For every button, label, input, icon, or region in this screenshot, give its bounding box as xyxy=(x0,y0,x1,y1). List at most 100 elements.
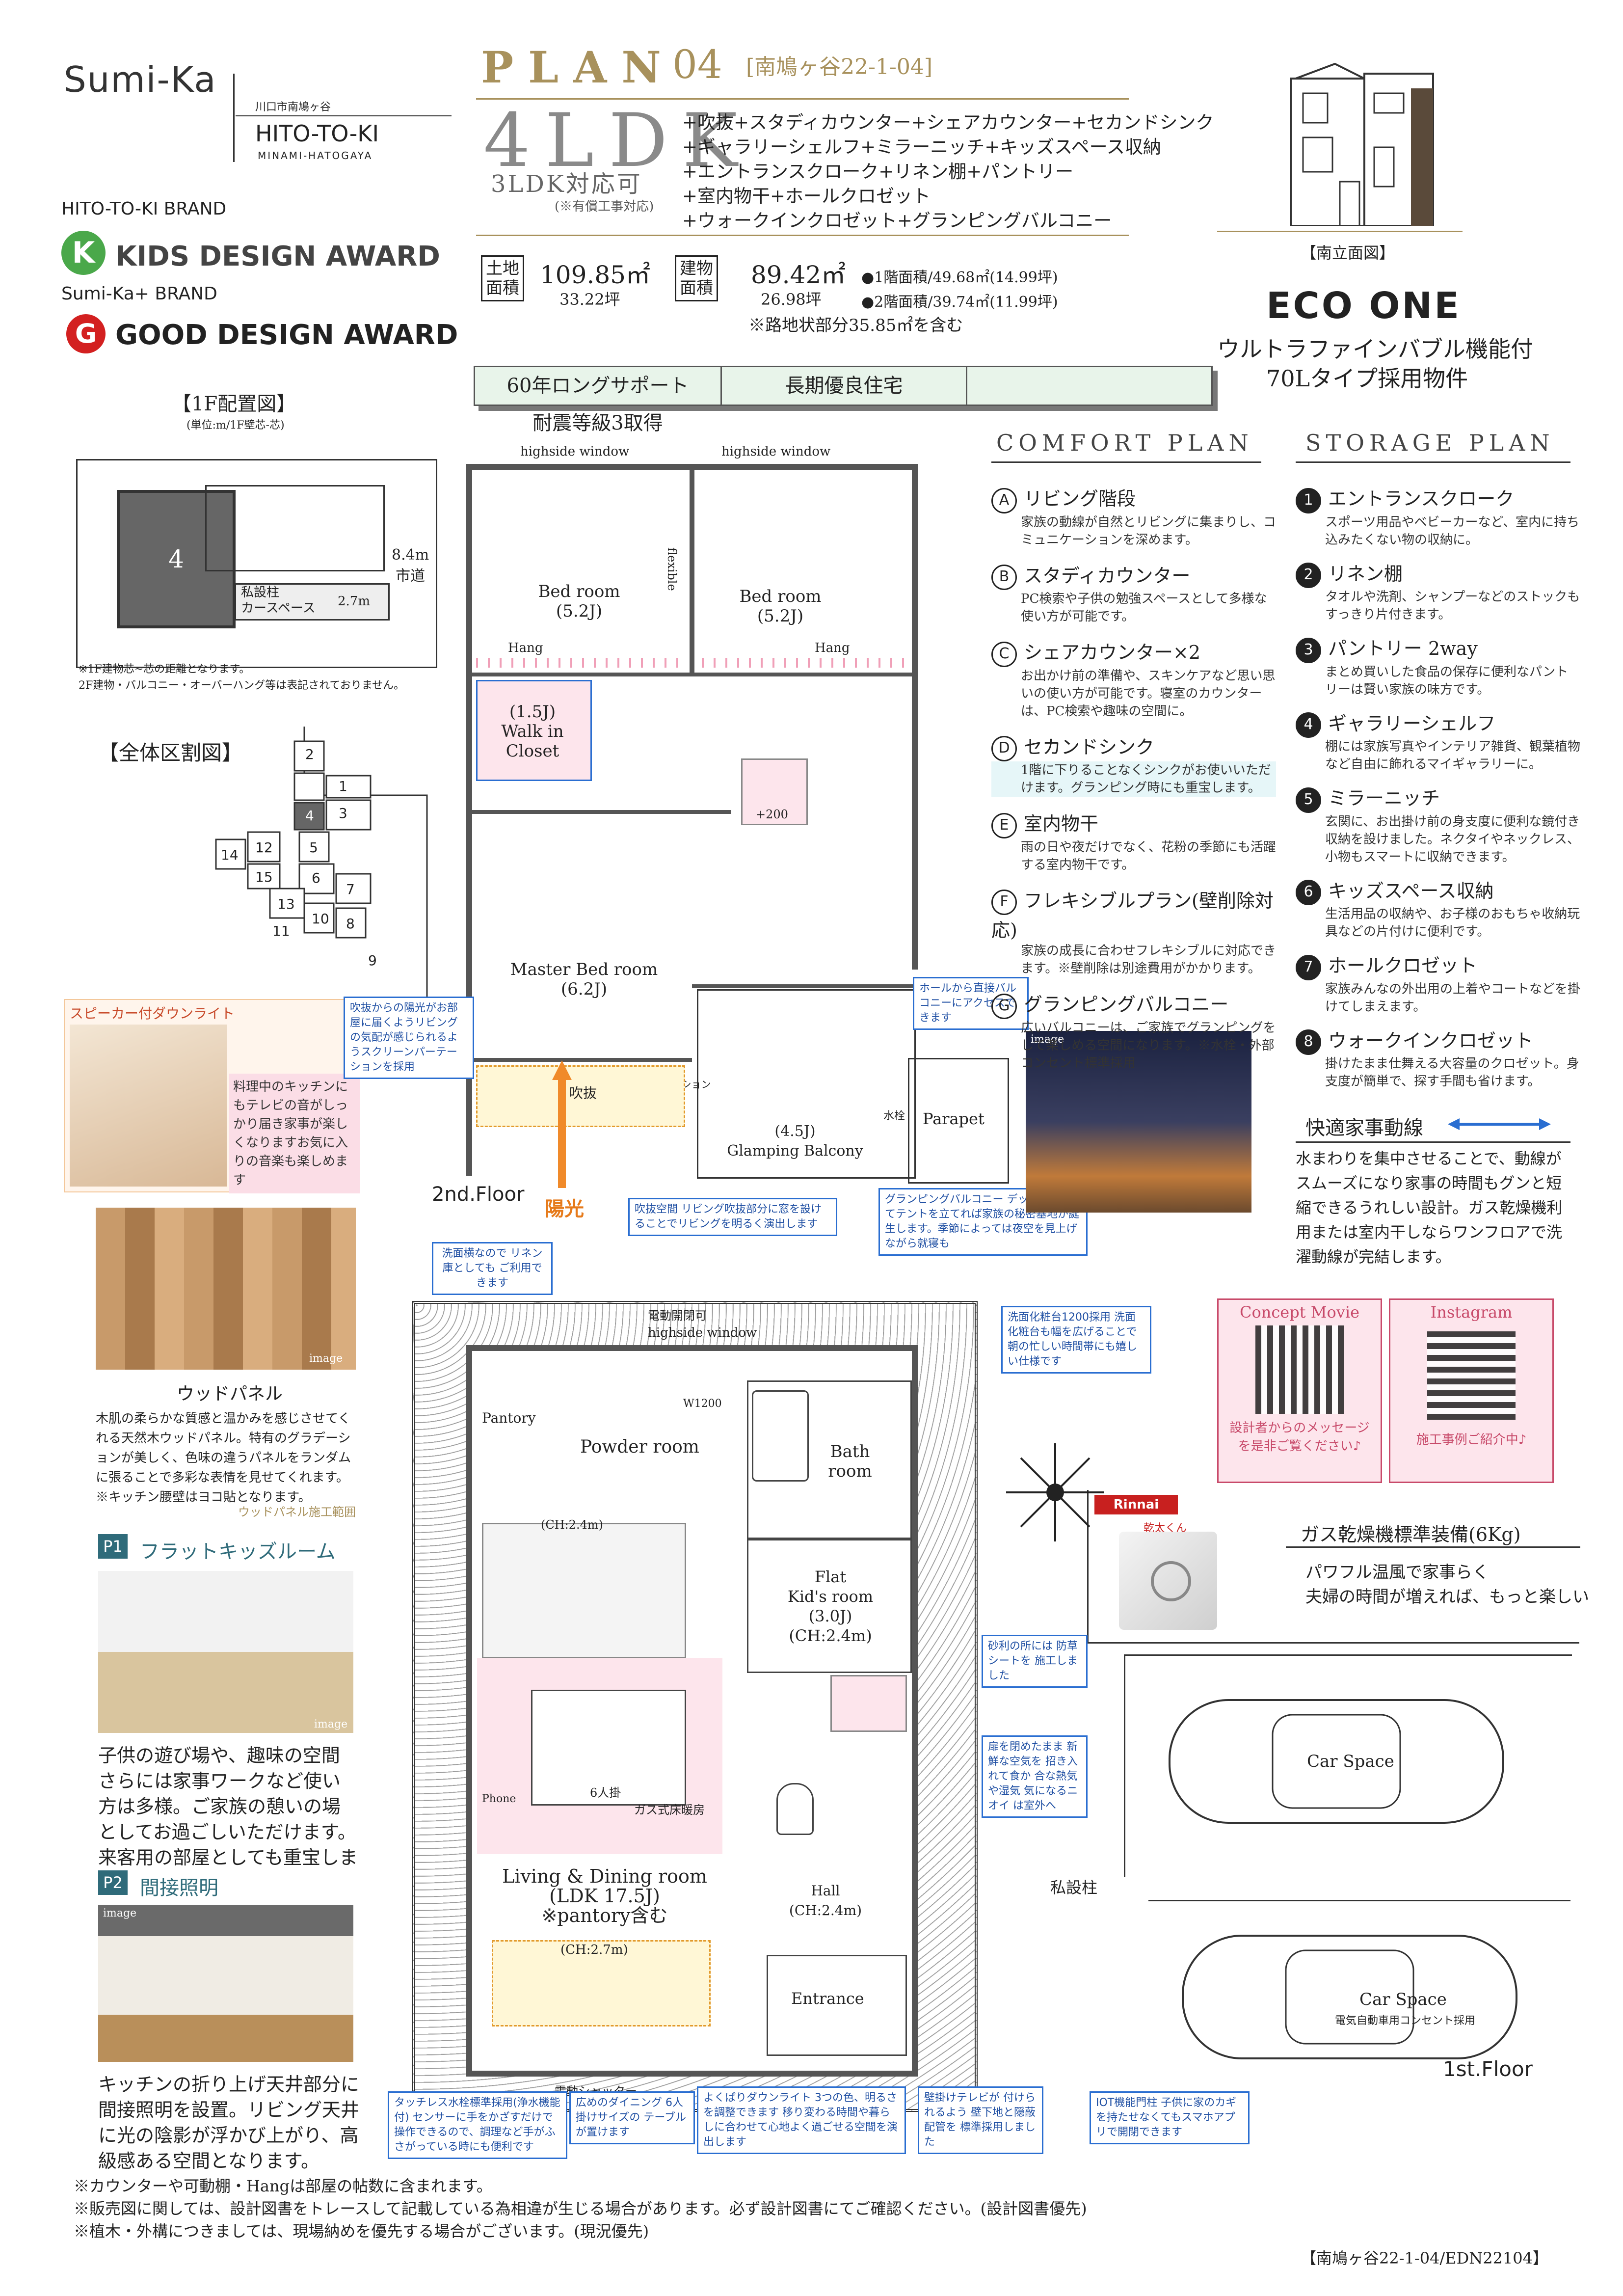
comfort-item-head: 室内物干 xyxy=(1024,813,1099,835)
wood-panel-note: 吹抜からの陽光がお部屋に届くようリビングの気配が感じられるようスクリーンパーテー… xyxy=(344,997,474,1079)
dining-note: 広めのダイニング 6人掛けサイズの テーブルが置けます xyxy=(569,2091,695,2144)
storage-item-desc: 家族みんなの外出用の上着やコートなどを掛けてしまえます。 xyxy=(1325,981,1581,1014)
floor1-window-label: highside window xyxy=(648,1325,757,1340)
road-label: 8.4m 市道 xyxy=(392,546,429,585)
land-area-tsubo: 33.22坪 xyxy=(559,290,620,309)
kids-award-logo-icon: K xyxy=(61,231,106,275)
badge: 60年ロングサポート xyxy=(475,367,722,405)
storage-item-desc: 玄関に、お出掛け前の身支度に便利な鏡付き収納を設けました。ネクタイやネックレス、… xyxy=(1325,814,1580,864)
laundry-note: 洗面横なので リネン庫としても ご利用できます xyxy=(432,1242,553,1295)
eco-one-title: ECO ONE xyxy=(1266,285,1461,327)
housework-rule xyxy=(1296,1141,1570,1143)
bath-room-label: Bath room xyxy=(828,1442,872,1481)
marker-6-icon: 6 xyxy=(1296,880,1321,905)
comfort-item-head: セカンドシンク xyxy=(1024,736,1155,758)
comfort-item-desc: お出かけ前の準備や、スキンケアなど思い思いの使い方が可能です。寝室のカウンターは… xyxy=(1021,668,1276,719)
housework-title: 快適家事動線 xyxy=(1305,1117,1423,1139)
badge: 耐震等級3取得 xyxy=(532,412,663,434)
storage-item-desc: 棚には家族写真やインテリア雑貨、観葉植物など自由に飾れるマイギャラリーに。 xyxy=(1325,739,1581,772)
storage-item-head: ギャラリーシェルフ xyxy=(1328,712,1496,734)
p2-tag: P2 xyxy=(98,1870,128,1895)
sand-note: 砂利の所には 防草シートを 施工しました xyxy=(982,1635,1088,1688)
lot-11: 11 xyxy=(272,923,290,939)
storage-item-head: ウォークインクロゼット xyxy=(1328,1029,1534,1052)
entrance-label: Entrance xyxy=(791,1989,864,2008)
building-area-tsubo: 26.98坪 xyxy=(761,290,822,309)
marker-2-icon: 2 xyxy=(1296,563,1321,588)
car-space-1: Car Space xyxy=(1124,1654,1572,1877)
ldk-ch-label: (CH:2.7m) xyxy=(560,1943,628,1957)
site-map: 4 私設柱 カースペース 2.7m 8.4m 市道 xyxy=(76,459,437,668)
lot-3: 3 xyxy=(339,805,347,821)
toilet-icon xyxy=(776,1783,814,1835)
pantry-label: Pantory xyxy=(482,1410,536,1426)
ev-outlet-note: 電気自動車用コンセント採用 xyxy=(1335,2015,1476,2027)
division-title: 【全体区割図】 xyxy=(98,741,243,765)
brand-divider xyxy=(233,74,235,162)
rinnai-frame xyxy=(1087,1490,1579,1644)
instagram-card[interactable]: Instagram 施工事例ご紹介中♪ xyxy=(1389,1298,1554,1483)
housework-text: 水まわりを集中させることで、動線がスムーズになり家事の時間もグンと短縮できるうれ… xyxy=(1296,1149,1563,1266)
storage-item-desc: スポーツ用品やベビーカーなど、室内に持ち込みたくない物の収納に。 xyxy=(1325,514,1580,547)
dryer-door-icon xyxy=(1151,1561,1191,1601)
carspace: 私設柱 カースペース xyxy=(235,583,390,621)
wood-panel-text: 木肌の柔らかな質感と温かみを感じさせてくれる天然木ウッドパネル。特有のグラデーシ… xyxy=(96,1411,351,1505)
concept-movie-caption: 設計者からのメッセージを是非ご覧ください♪ xyxy=(1229,1421,1370,1454)
marker-4-icon: 4 xyxy=(1296,712,1321,738)
rinnai-rule xyxy=(1286,1546,1580,1548)
instagram-caption: 施工事例ご紹介中♪ xyxy=(1416,1432,1527,1447)
site-map-unit: (単位:m/1F壁芯-芯) xyxy=(186,419,285,432)
footer-notes: ※カウンターや可動棚・Hangは部屋の帖数に含まれます。 ※販売図に関しては、設… xyxy=(74,2175,1301,2242)
brand-underline xyxy=(236,115,452,116)
p1-tag: P1 xyxy=(98,1534,128,1559)
hall-label: Hall (CH:2.4m) xyxy=(789,1883,862,1918)
wic-label: (1.5J) Walk in Closet xyxy=(501,702,564,761)
stair-note: +200 xyxy=(756,808,788,821)
entrance xyxy=(767,1955,907,2056)
land-area-label: 土地 面積 xyxy=(481,255,524,301)
lot-1: 1 xyxy=(339,778,347,794)
car-space-1-label: Car Space xyxy=(1307,1752,1394,1771)
floor2-label: 2nd.Floor xyxy=(432,1183,525,1206)
tv-note: 壁掛けテレビが 付けられるよう 壁下地と隠蔽配管を 標準採用しました xyxy=(918,2086,1043,2154)
floor1-plan: 6人掛 Pantory Powder room Bath room Flat K… xyxy=(466,1345,918,2077)
floor1-label: 1st.Floor xyxy=(1443,2057,1533,2081)
storage-item-desc: 生活用品の収納や、お子様のおもちゃ收納玩具などの片付けに便利です。 xyxy=(1325,907,1580,939)
lot-9: 9 xyxy=(368,952,377,969)
void-area xyxy=(476,1065,685,1127)
wall xyxy=(466,1058,692,1062)
lot-8: 8 xyxy=(346,916,355,932)
balcony-image xyxy=(1026,1031,1251,1213)
brand-sub: HITO-TO-KI xyxy=(255,120,379,147)
marker-d-icon: D xyxy=(991,736,1017,761)
p2-title: 間接照明 xyxy=(140,1877,218,1899)
p2-image-label: image xyxy=(103,1907,137,1919)
w1200-label: W1200 xyxy=(683,1398,722,1410)
concept-movie-card[interactable]: Concept Movie 設計者からのメッセージを是非ご覧ください♪ xyxy=(1217,1298,1382,1483)
eco-line1: ウルトラファインバブル機能付 xyxy=(1217,336,1533,362)
layout-type: 4LDK xyxy=(483,98,752,184)
road-note: ※路地状部分35.85㎡を含む xyxy=(748,316,963,335)
touchless-note: タッチレス水栓標準採用(浄水機能付) センサーに手をかざすだけで操作できるので、… xyxy=(388,2091,567,2159)
wash-counter-note: 洗面化粧台1200採用 洗面化粧台も幅を広げることで朝の忙しい時間帯にも嬉しい仕… xyxy=(1001,1306,1151,1374)
kitchen-area xyxy=(482,1523,686,1658)
lot-5: 5 xyxy=(309,839,318,856)
marker-5-icon: 5 xyxy=(1296,787,1321,813)
lot-4: 4 xyxy=(117,490,236,628)
gas-label: ガス式床暖房 xyxy=(634,1803,705,1817)
floor2-plan: highside window highside window Bed room… xyxy=(466,444,1009,1184)
instagram-title: Instagram xyxy=(1430,1303,1513,1322)
width-label: 2.7m xyxy=(338,594,371,609)
p2-image xyxy=(98,1905,353,2062)
comfort-item-head: フレキシブルプラン(壁削除対応) xyxy=(991,890,1274,942)
comfort-item-desc: 家族の成長に合わせフレキシブルに対応できます。※壁削除は別途費用がかかります。 xyxy=(1021,944,1277,976)
kids-storage xyxy=(830,1675,907,1732)
floor1-shutter-top: 電動開閉可 xyxy=(648,1309,707,1323)
dining-table-label: 6人掛 xyxy=(590,1786,621,1800)
rinnai-title: ガス乾燥機標準装備(6Kg) xyxy=(1301,1524,1521,1545)
vent-note: 扉を閉めたまま 新鮮な空気を 招き入れて食か 合な熱気や湿気 気になるニオイ は… xyxy=(982,1735,1088,1818)
neighbor-lot xyxy=(205,485,385,571)
